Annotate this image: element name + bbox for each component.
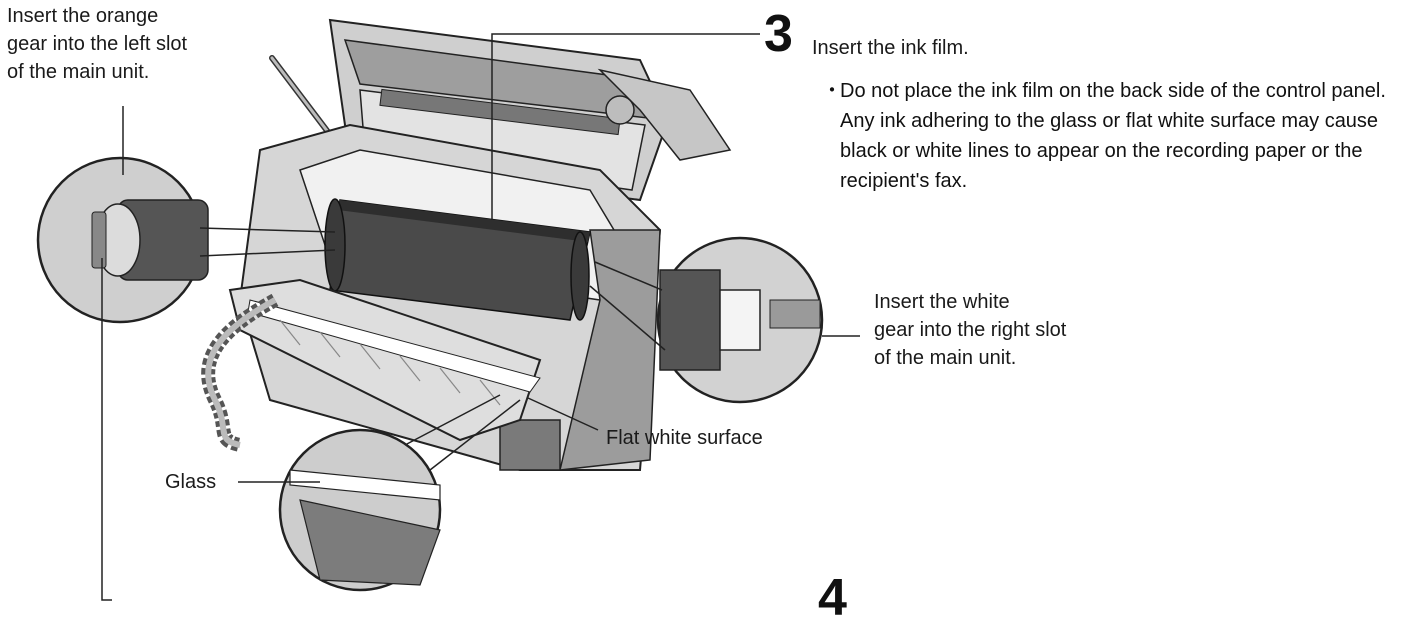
- white-gear-closeup: [656, 236, 824, 404]
- step-3-note-text: Do not place the ink film on the back si…: [840, 80, 1386, 192]
- ink-film: [324, 198, 591, 321]
- glass-closeup: [278, 428, 442, 592]
- orange-gear-callout: Insert the orange gear into the left slo…: [7, 5, 188, 83]
- step-3-instruction: Insert the ink film.: [812, 37, 969, 59]
- bullet-marker: ・: [822, 80, 842, 102]
- fax-machine-diagram: [36, 18, 860, 601]
- white-gear-callout: Insert the white gear into the right slo…: [874, 291, 1067, 369]
- step-4-number: 4: [818, 569, 847, 627]
- step-3-number: 3: [764, 5, 793, 63]
- handset-cord: [201, 293, 279, 452]
- glass-label: Glass: [165, 471, 217, 493]
- flat-white-surface-label: Flat white surface: [606, 427, 763, 449]
- leader-lines: [101, 33, 860, 601]
- step-3-note: ・ Do not place the ink film on the back …: [822, 76, 1422, 196]
- paper-support-rod: [269, 55, 331, 135]
- orange-gear-closeup: [36, 156, 209, 324]
